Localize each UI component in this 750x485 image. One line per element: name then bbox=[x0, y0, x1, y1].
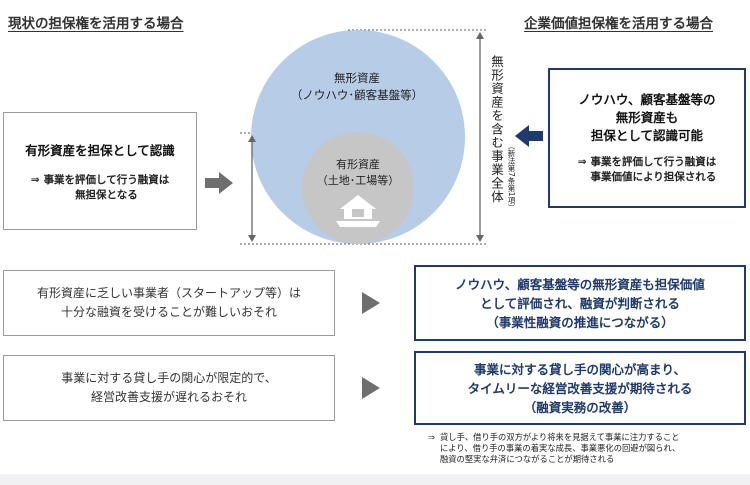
right-box-note-line: 事業を評価して行う融資は bbox=[590, 156, 717, 168]
heading-current: 現状の担保権を活用する場合 bbox=[8, 16, 184, 32]
left-current-box: 有形資産を担保として認識 ⇒ 事業を評価して行う融資は 無担保となる bbox=[3, 112, 197, 230]
right-box-note-line: 事業価値により担保される bbox=[590, 171, 717, 183]
implication-mark: ⇒ bbox=[577, 156, 587, 168]
row2-effect-line: タイムリーな経営改善支援が期待される bbox=[467, 380, 693, 396]
row1-issue-box: 有形資産に乏しい事業者（スタートアップ等）は 十分な融資を受けることが難しいおそ… bbox=[3, 270, 335, 336]
intangible-label-line: 無形資産 bbox=[334, 71, 380, 85]
right-box-title-line: 無形資産も bbox=[615, 110, 679, 125]
footnote-line: により、借り手の事業の着実な成長、事業悪化の回避が図られ、 bbox=[439, 443, 681, 453]
row1-effect-line: （事業性融資の推進につながる） bbox=[486, 314, 674, 330]
play-triangle-icon bbox=[362, 292, 380, 314]
row2-effect-line: 事業に対する貸し手の関心が高まり、 bbox=[473, 361, 686, 377]
heading-enterprise-value: 企業価値担保権を活用する場合 bbox=[524, 16, 713, 32]
right-enterprise-box: ノウハウ、顧客基盤等の 無形資産も 担保として認識可能 ⇒ 事業を評価して行う融… bbox=[548, 68, 746, 208]
left-box-note-line: 無担保となる bbox=[75, 188, 138, 201]
row1-effect-line: ノウハウ、顧客基盤等の無形資産も担保価値 bbox=[455, 276, 705, 292]
row2-issue-line: 経営改善支援が遅れるおそれ bbox=[90, 390, 247, 404]
footnote-line: 貸し手、借り手の双方がより将来を見据えて事業に注力すること bbox=[439, 432, 680, 442]
play-triangle-icon bbox=[362, 377, 380, 399]
row1-issue-line: 十分な融資を受けることが難しいおそれ bbox=[60, 305, 277, 319]
row1-issue-line: 有形資産に乏しい事業者（スタートアップ等）は bbox=[36, 286, 301, 300]
left-box-note: ⇒ 事業を評価して行う融資は 無担保となる bbox=[31, 173, 170, 203]
row2-effect-line: （融資実務の改善） bbox=[523, 399, 637, 415]
footnote-line: 融資の堅実な弁済につながることが期待される bbox=[439, 454, 615, 464]
tangible-circle bbox=[302, 132, 414, 244]
row1-effect-box: ノウハウ、顧客基盤等の無形資産も担保価値 として評価され、融資が判断される （事… bbox=[414, 265, 746, 341]
tangible-label: 有形資産 （土地･工場等） bbox=[298, 157, 418, 189]
right-box-note: ⇒ 事業を評価して行う融資は 事業価値により担保される bbox=[578, 155, 717, 185]
row2-issue-box: 事業に対する貸し手の関心が限定的で、 経営改善支援が遅れるおそれ bbox=[3, 355, 335, 421]
intangible-label-line: （ノウハウ･顧客基盤等） bbox=[290, 88, 424, 102]
arrow-left-icon bbox=[515, 125, 543, 147]
left-box-title: 有形資産を担保として認識 bbox=[25, 142, 175, 158]
right-box-title-line: 担保として認識可能 bbox=[590, 128, 704, 143]
intangible-label: 無形資産 （ノウハウ･顧客基盤等） bbox=[277, 70, 437, 104]
arrow-right-icon bbox=[205, 172, 233, 194]
left-box-note-line: 事業を評価して行う融資は bbox=[43, 173, 170, 186]
factory-icon bbox=[336, 195, 380, 227]
right-box-title: ノウハウ、顧客基盤等の 無形資産も 担保として認識可能 bbox=[578, 91, 715, 145]
tangible-label-line: （土地･工場等） bbox=[316, 174, 400, 187]
whole-business-vertical-label: 無形資産を含む事業全体 bbox=[489, 55, 504, 204]
footer-band bbox=[0, 474, 750, 485]
implication-mark: ⇒ bbox=[30, 173, 40, 186]
tangible-label-line: 有形資産 bbox=[336, 158, 380, 171]
law-reference-vertical-label: （新法第7条第1項） bbox=[507, 142, 516, 212]
vertical-extent-arrow-icon bbox=[248, 135, 256, 242]
row2-issue-line: 事業に対する貸し手の関心が限定的で、 bbox=[61, 371, 277, 385]
implication-mark: ⇒ bbox=[428, 432, 435, 442]
row1-effect-line: として評価され、融資が判断される bbox=[480, 295, 680, 311]
asset-diagram bbox=[240, 29, 486, 245]
vertical-extent-arrow-icon bbox=[476, 32, 484, 242]
footnote: ⇒ 貸し手、借り手の双方がより将来を見据えて事業に注力すること により、借り手の… bbox=[428, 432, 680, 465]
right-box-title-line: ノウハウ、顧客基盤等の bbox=[578, 92, 716, 107]
row2-effect-box: 事業に対する貸し手の関心が高まり、 タイムリーな経営改善支援が期待される （融資… bbox=[414, 351, 746, 425]
